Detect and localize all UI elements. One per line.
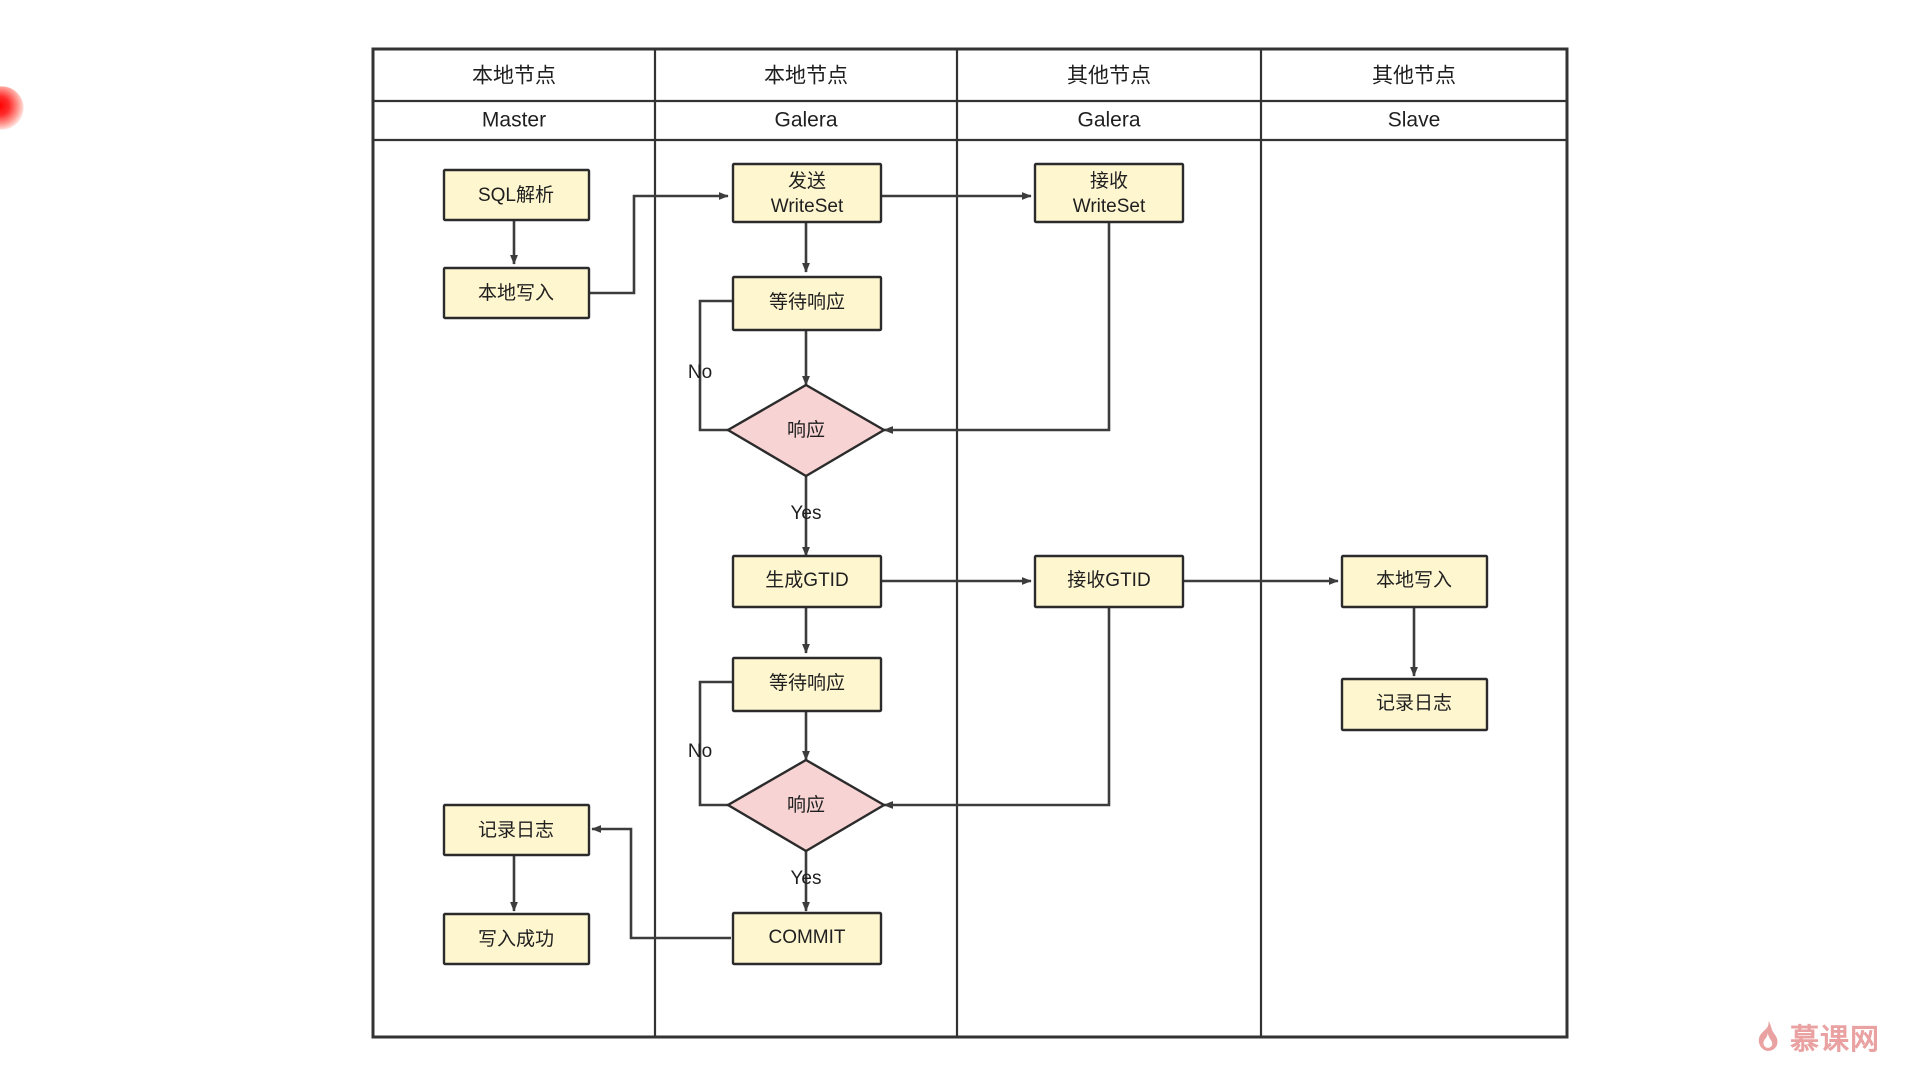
node-commit[interactable]: COMMIT	[731, 911, 883, 966]
node-label-wait-response-1: 等待响应	[769, 291, 845, 313]
node-label-generate-gtid: 生成GTID	[765, 569, 848, 591]
flow-connectors	[510, 192, 1418, 940]
node-label-response-decision-2: 响应	[787, 794, 825, 816]
node-receive-gtid[interactable]: 接收GTID	[1033, 554, 1185, 609]
node-label-wait-response-2: 等待响应	[769, 672, 845, 694]
swimlane-frame	[371, 47, 1569, 1039]
node-label-send-writeset-line2: WriteSet	[771, 196, 844, 217]
edge-label-yes-1: Yes	[791, 503, 822, 524]
node-label-receive-gtid: 接收GTID	[1067, 569, 1150, 591]
node-label-receive-writeset-line1: 接收	[1090, 170, 1128, 192]
node-receive-writeset[interactable]: 接收 WriteSet	[1033, 162, 1185, 224]
node-generate-gtid[interactable]: 生成GTID	[731, 554, 883, 609]
edge-recvgtid-to-resp2	[883, 607, 1111, 809]
node-response-decision-1[interactable]: 响应	[725, 383, 887, 478]
lane-header-2: 其他节点 Galera	[1067, 65, 1151, 132]
node-label-write-success: 写入成功	[478, 928, 554, 950]
node-sql-parse[interactable]: SQL解析	[442, 168, 591, 222]
node-write-success[interactable]: 写入成功	[442, 912, 591, 966]
node-label-local-write-slave: 本地写入	[1376, 569, 1452, 591]
lane-header-1: 本地节点 Galera	[764, 65, 848, 132]
edge-label-no-1: No	[688, 362, 712, 383]
lane-title-1: 本地节点	[764, 65, 848, 88]
flame-icon	[1758, 1021, 1778, 1051]
lane-title-3: 其他节点	[1372, 65, 1456, 88]
node-send-writeset[interactable]: 发送 WriteSet	[731, 162, 883, 224]
watermark: 慕课网	[1752, 1016, 1880, 1058]
lane-title-2: 其他节点	[1067, 65, 1151, 88]
node-label-log-record-slave: 记录日志	[1376, 692, 1452, 714]
edge-resp1-no-loop	[698, 297, 762, 432]
lane-subtitle-1: Galera	[774, 109, 837, 132]
lane-subtitle-3: Slave	[1388, 109, 1441, 132]
node-label-send-writeset-line1: 发送	[788, 170, 826, 192]
node-local-write-master[interactable]: 本地写入	[442, 266, 591, 320]
lane-subtitle-2: Galera	[1077, 109, 1140, 132]
node-response-decision-2[interactable]: 响应	[725, 758, 887, 853]
lane-title-0: 本地节点	[472, 65, 556, 88]
lane-header-0: 本地节点 Master	[472, 65, 556, 132]
edge-localwrite-to-sendws	[589, 192, 729, 295]
edge-label-yes-2: Yes	[791, 868, 822, 889]
edge-resp2-no-loop	[698, 678, 762, 807]
node-label-commit: COMMIT	[768, 927, 845, 948]
node-label-sql-parse: SQL解析	[478, 184, 554, 206]
node-wait-response-1[interactable]: 等待响应	[731, 275, 883, 332]
edge-commit-to-masterlog	[591, 825, 731, 940]
watermark-text: 慕课网	[1789, 1024, 1880, 1056]
node-wait-response-2[interactable]: 等待响应	[731, 656, 883, 713]
node-label-receive-writeset-line2: WriteSet	[1073, 196, 1146, 217]
lane-subtitle-0: Master	[482, 109, 546, 132]
lane-header-3: 其他节点 Slave	[1372, 65, 1456, 132]
edge-label-no-2: No	[688, 741, 712, 762]
node-log-record-master[interactable]: 记录日志	[442, 803, 591, 857]
node-label-local-write-master: 本地写入	[478, 282, 554, 304]
node-log-record-slave[interactable]: 记录日志	[1340, 677, 1489, 732]
node-local-write-slave[interactable]: 本地写入	[1340, 554, 1489, 609]
edge-recvws-to-resp1	[883, 222, 1111, 434]
node-label-log-record-master: 记录日志	[478, 819, 554, 841]
node-label-response-decision-1: 响应	[787, 419, 825, 441]
